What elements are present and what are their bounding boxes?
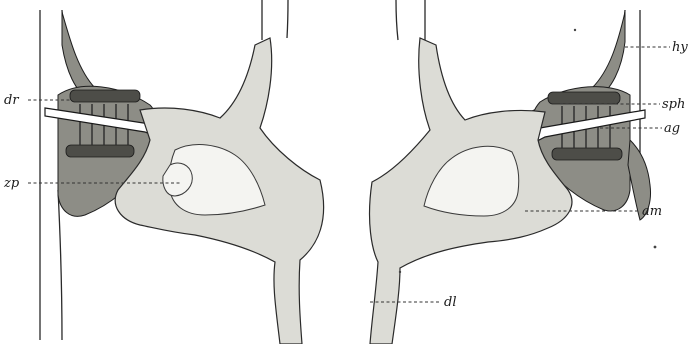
label-dl: dl xyxy=(444,295,456,310)
label-sph: sph xyxy=(662,97,685,112)
left-lower-wall xyxy=(58,190,62,340)
right-tube-wall-2 xyxy=(396,0,398,40)
speck xyxy=(399,271,401,273)
label-hy: hy xyxy=(672,40,688,55)
speck xyxy=(654,246,657,249)
left-tube-wall-2 xyxy=(287,0,288,38)
right-half xyxy=(370,0,651,344)
left-half xyxy=(40,0,324,344)
label-dr: dr xyxy=(4,93,19,108)
speck xyxy=(574,29,576,31)
label-ag: ag xyxy=(664,121,680,136)
label-zp: zp xyxy=(3,176,20,191)
label-am: am xyxy=(642,204,662,219)
